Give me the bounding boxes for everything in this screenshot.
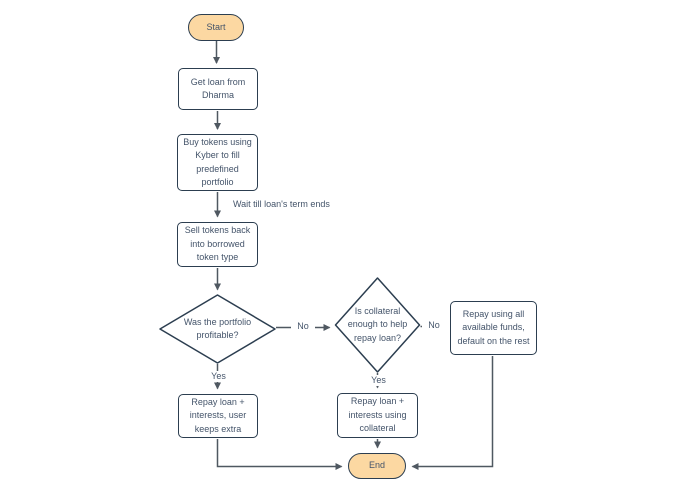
node-buy-tokens: Buy tokens using Kyber to fill predefine… xyxy=(177,134,258,191)
node-end-label: End xyxy=(368,460,385,471)
node-get-loan: Get loan from Dharma xyxy=(178,68,258,110)
edge-label-collateral-no: No xyxy=(422,320,446,331)
node-portfolio-decision: Was the portfolio profitable? xyxy=(171,309,264,349)
node-buy-tokens-label: Buy tokens using Kyber to fill predefine… xyxy=(183,136,252,188)
edge-label-portfolio-yes: Yes xyxy=(204,371,233,382)
node-repay-collateral: Repay loan + interests using collateral xyxy=(337,393,418,438)
node-start: Start xyxy=(188,14,244,41)
node-repay-keep-extra-label: Repay loan + interests, user keeps extra xyxy=(189,396,247,434)
edge-label-portfolio-no: No xyxy=(291,321,315,332)
node-portfolio-decision-label: Was the portfolio profitable? xyxy=(183,316,252,341)
node-repay-collateral-label: Repay loan + interests using collateral xyxy=(348,396,407,434)
node-collateral-decision: Is collateral enough to help repay loan? xyxy=(344,304,411,346)
connector-repaykeep-to-end xyxy=(216,439,343,470)
edge-label-collateral-yes: Yes xyxy=(364,375,393,386)
node-repay-keep-extra: Repay loan + interests, user keeps extra xyxy=(178,394,258,438)
node-repay-default: Repay using all available funds, default… xyxy=(450,301,537,355)
connector-repaydefault-to-end xyxy=(411,356,494,470)
decision-diamond-collateral xyxy=(334,277,421,373)
node-collateral-decision-label: Is collateral enough to help repay loan? xyxy=(347,305,408,343)
node-repay-default-label: Repay using all available funds, default… xyxy=(457,308,530,346)
edge-label-wait-term: Wait till loan's term ends xyxy=(231,199,332,210)
node-start-label: Start xyxy=(206,21,226,32)
node-get-loan-label: Get loan from Dharma xyxy=(190,76,246,101)
node-end: End xyxy=(348,453,406,479)
node-sell-tokens: Sell tokens back into borrowed token typ… xyxy=(177,222,258,267)
node-sell-tokens-label: Sell tokens back into borrowed token typ… xyxy=(184,225,251,263)
decision-diamond-portfolio xyxy=(159,294,276,364)
